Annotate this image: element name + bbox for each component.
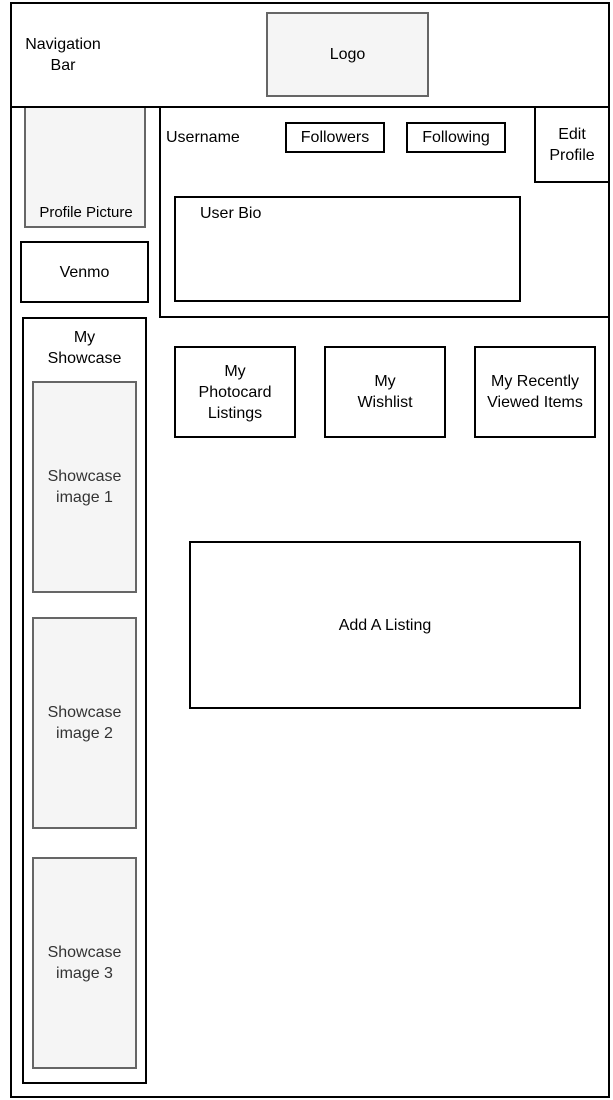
venmo-button[interactable]: Venmo	[20, 241, 149, 303]
tab-my-recently-viewed-items[interactable]: My Recently Viewed Items	[474, 346, 596, 438]
showcase-image-1[interactable]: Showcase image 1	[32, 381, 137, 593]
showcase-image-2[interactable]: Showcase image 2	[32, 617, 137, 829]
logo[interactable]: Logo	[266, 12, 429, 97]
user-bio-label: User Bio	[200, 205, 262, 222]
followers-button[interactable]: Followers	[285, 122, 385, 153]
showcase-image-3[interactable]: Showcase image 3	[32, 857, 137, 1069]
tab-my-photocard-listings[interactable]: My Photocard Listings	[174, 346, 296, 438]
tab-my-wishlist[interactable]: My Wishlist	[324, 346, 446, 438]
edit-profile-button[interactable]: Edit Profile	[534, 106, 610, 183]
navigation-bar[interactable]: Navigation Bar	[10, 2, 116, 108]
user-bio[interactable]: User Bio	[174, 196, 521, 302]
profile-picture-label: Profile Picture	[39, 204, 133, 221]
profile-picture[interactable]: Profile Picture	[24, 108, 146, 228]
add-listing-button[interactable]: Add A Listing	[189, 541, 581, 709]
showcase-title: My Showcase	[47, 329, 122, 367]
username-label: Username	[166, 129, 240, 146]
following-button[interactable]: Following	[406, 122, 506, 153]
